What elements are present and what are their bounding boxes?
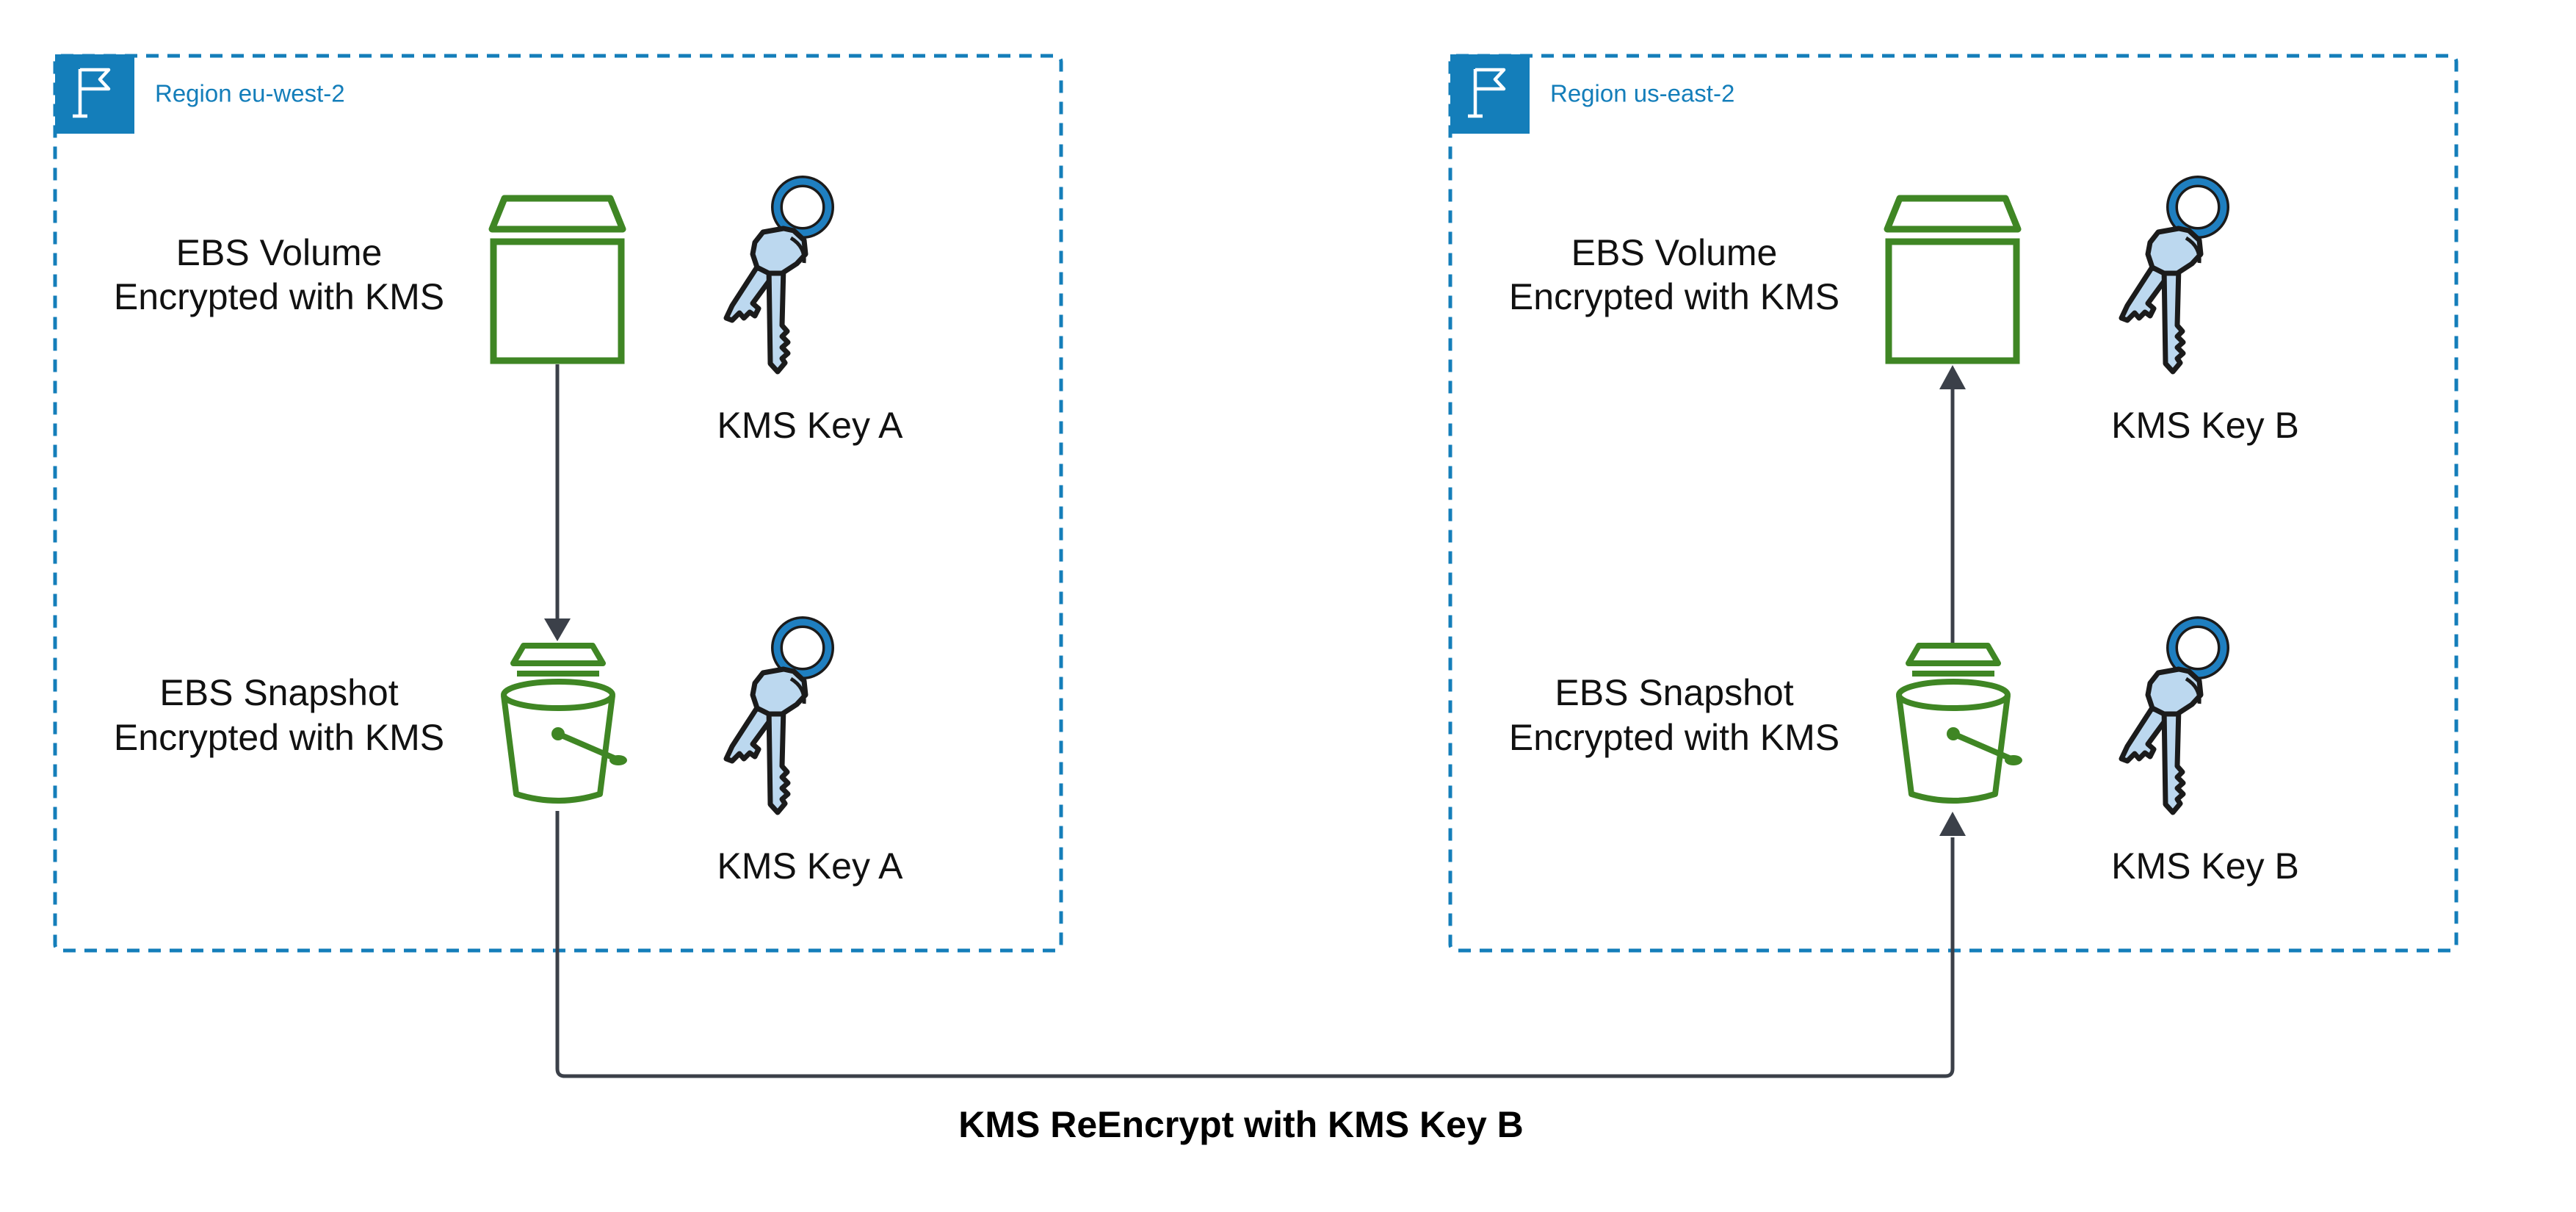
kms-key-label: KMS Key A <box>717 405 904 446</box>
volume-label-line1: EBS Volume <box>1571 232 1778 273</box>
kms-key-label: KMS Key B <box>2111 845 2299 887</box>
snapshot-label-line1: EBS Snapshot <box>159 672 398 713</box>
arrowhead-up <box>1939 365 1966 389</box>
ebs-volume-icon <box>1887 198 2018 361</box>
ebs-snapshot-bucket-icon <box>1899 646 2022 801</box>
connector-cross-region <box>555 811 1955 1078</box>
region-label: Region eu-west-2 <box>155 80 345 107</box>
snapshot-label-line1: EBS Snapshot <box>1555 672 1793 713</box>
kms-key-label: KMS Key A <box>717 845 904 887</box>
kms-keys-icon <box>2121 181 2224 372</box>
kms-keys-icon <box>726 181 828 372</box>
region-label: Region us-east-2 <box>1550 80 1734 107</box>
snapshot-label-line2: Encrypted with KMS <box>114 717 444 758</box>
volume-label-line2: Encrypted with KMS <box>1509 276 1839 317</box>
connectors <box>544 364 1966 1078</box>
arrowhead-down <box>544 618 571 641</box>
ebs-snapshot-bucket-icon <box>504 646 627 801</box>
snapshot-label-line2: Encrypted with KMS <box>1509 717 1839 758</box>
arrowhead-up <box>1939 812 1966 836</box>
region-flag-icon <box>1450 54 1530 134</box>
volume-label-line1: EBS Volume <box>176 232 383 273</box>
volume-label-line2: Encrypted with KMS <box>114 276 444 317</box>
kms-keys-icon <box>726 622 828 812</box>
kms-keys-icon <box>2121 622 2224 812</box>
kms-key-label: KMS Key B <box>2111 405 2299 446</box>
region-flag-icon <box>55 54 134 134</box>
connector-label: KMS ReEncrypt with KMS Key B <box>958 1104 1524 1145</box>
ebs-volume-icon <box>492 198 623 361</box>
